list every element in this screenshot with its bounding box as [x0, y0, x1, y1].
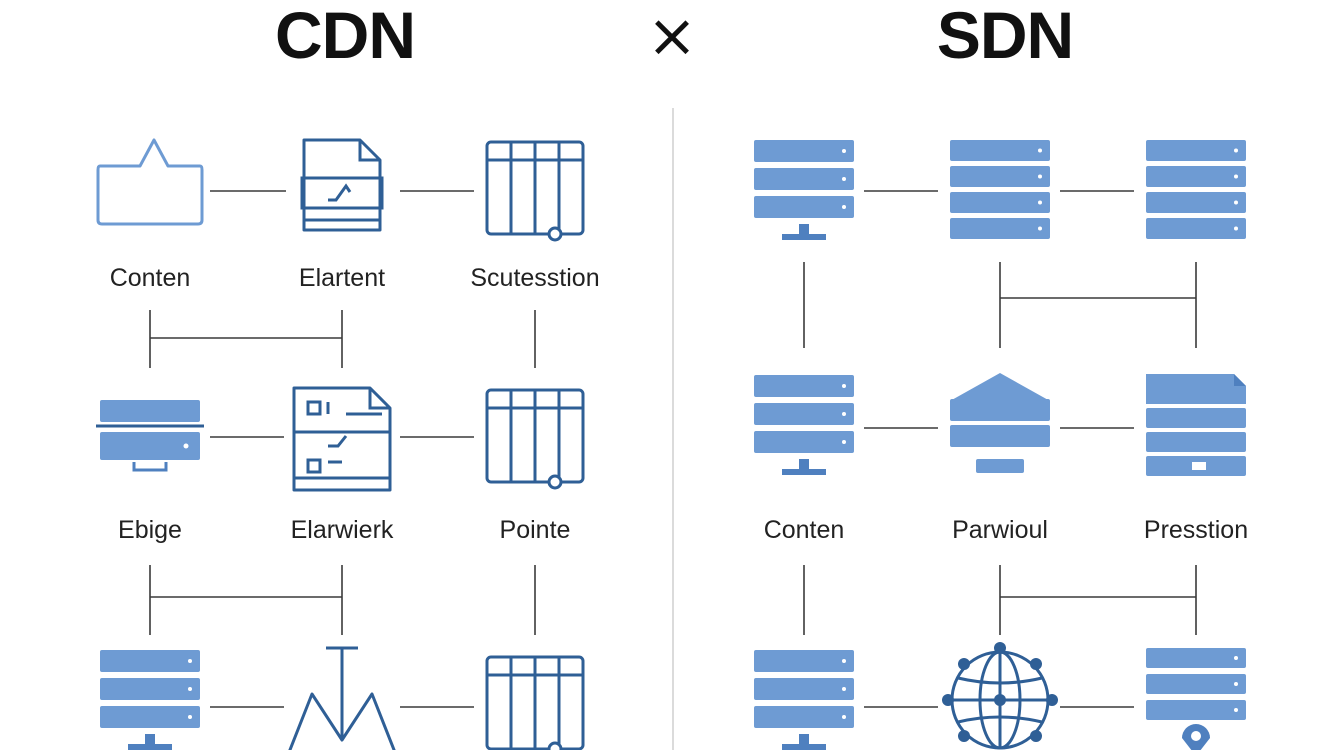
- sdn-label-parwioul: Parwioul: [952, 516, 1048, 544]
- versus-icon: ×: [646, 1, 698, 71]
- cdn-label-elartent: Elartent: [298, 264, 386, 292]
- controller-server-icon: [950, 373, 1050, 473]
- storage-grid-icon: [485, 655, 585, 750]
- antenna-tower-icon: [288, 646, 396, 750]
- server-rack-icon: [754, 650, 854, 750]
- location-server-icon: [1146, 648, 1246, 750]
- folder-icon: [96, 138, 204, 226]
- cdn-title: CDN: [275, 0, 416, 72]
- storage-grid-icon: [485, 388, 585, 490]
- cdn-label-pointe: Pointe: [499, 516, 571, 544]
- server-rack-icon: [754, 140, 854, 240]
- server-rack-icon: [100, 650, 200, 750]
- server-rack-icon: [950, 140, 1050, 239]
- cdn-label-ebige: Ebige: [118, 516, 182, 544]
- server-rack-icon: [754, 375, 854, 475]
- cdn-label-scutesstion: Scutesstion: [470, 264, 600, 292]
- cdn-label-content: Conten: [109, 264, 191, 292]
- edge-server-icon: [96, 400, 204, 472]
- sdn-label-presstion: Presstion: [1143, 516, 1249, 544]
- server-rack-icon: [1146, 140, 1246, 239]
- document-icon: [300, 138, 384, 232]
- file-server-icon: [1146, 374, 1246, 476]
- checklist-document-icon: [292, 386, 392, 492]
- sdn-label-conten: Conten: [763, 516, 845, 544]
- cdn-label-elarwierk: Elarwierk: [290, 516, 394, 544]
- globe-network-icon: [942, 642, 1058, 750]
- storage-grid-icon: [485, 140, 585, 242]
- sdn-title: SDN: [936, 0, 1074, 72]
